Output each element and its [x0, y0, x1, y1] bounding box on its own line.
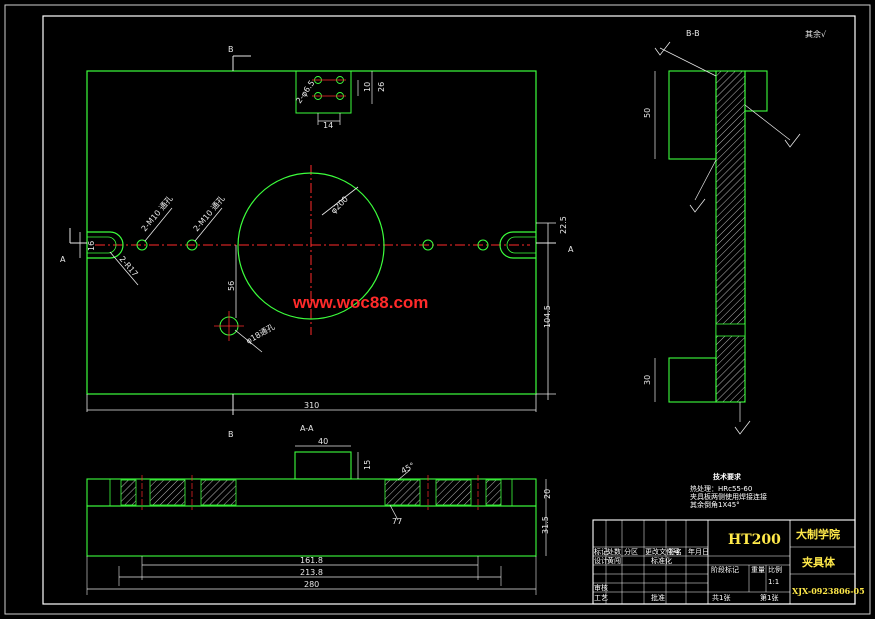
hole2-callout: 2-M10 通孔 — [191, 193, 227, 233]
title-cell: 标准化 — [651, 556, 672, 565]
title-cell: 批准 — [651, 593, 665, 602]
plan-height-dim: 104.5 — [543, 305, 552, 328]
scale: 1:1 — [768, 578, 779, 586]
m10-hole-4 — [477, 239, 489, 251]
bb-upper-block — [668, 70, 717, 160]
sheet-no: 第1张 — [760, 593, 778, 602]
watermark: www.woc88.com — [292, 293, 428, 312]
aa-chamfer: 45° — [400, 461, 417, 476]
bb-bottom-dim: 30 — [643, 375, 652, 385]
stage-hdr: 重量 — [751, 566, 765, 574]
outer-frame — [4, 4, 871, 615]
title-cell: 工艺 — [594, 594, 608, 602]
bb-right-tab — [744, 70, 768, 112]
title-cell: 黄闯 — [607, 556, 621, 565]
plan-view: B B A A φ200 2-M10 通孔 2-M10 通孔 2-R17 — [60, 45, 574, 439]
aa-d3-dim: 280 — [304, 580, 319, 589]
aa-title: A-A — [300, 424, 314, 433]
left-slot — [87, 231, 124, 259]
plan-width-dim: 310 — [304, 401, 319, 410]
section-bb-view: B-B 50 30 — [643, 29, 801, 435]
small-h2-dim: 26 — [377, 82, 386, 92]
stage-hdr: 阶段标记 — [711, 565, 739, 574]
aa-tab — [294, 451, 352, 480]
part-name: 夹具体 — [802, 555, 836, 569]
aa-d2-dim: 213.8 — [300, 568, 323, 577]
title-row-header: 分区 — [624, 547, 638, 556]
slot-r-callout: 2-R17 — [117, 255, 139, 279]
top-pocket — [295, 70, 352, 114]
title-row-header: 标记 — [594, 547, 608, 556]
slot-pitch-dim: 22.5 — [559, 216, 568, 234]
aa-d1-dim: 161.8 — [300, 556, 323, 565]
tech-requirements: 技术要求 热处理：HRc55-60 夹具板两侧使用焊接连接 其余倒角1X45° — [690, 472, 767, 509]
drawing-no: XJX-0923806-05 — [792, 586, 865, 596]
right-slot — [499, 231, 536, 259]
stage-hdr: 比例 — [768, 565, 782, 574]
bb-title: B-B — [686, 29, 700, 38]
bb-lower-block — [668, 357, 717, 403]
offset-56-dim: 56 — [227, 281, 236, 291]
pin-hole-callout: φ18通孔 — [244, 321, 276, 345]
tech-req-line: 其余倒角1X45° — [690, 500, 740, 509]
tech-req-line: 热处理：HRc55-60 — [690, 484, 752, 493]
section-b-top: B — [228, 45, 234, 54]
aa-base — [86, 505, 537, 557]
m10-hole-1 — [136, 239, 148, 251]
title-row-header: 更改文件号 — [645, 547, 680, 556]
inner-frame — [42, 15, 856, 605]
section-aa-view: A-A 40 15 45° 77 20 31.5 161.8 — [86, 424, 552, 595]
big-bore-circle — [237, 172, 385, 320]
material: HT200 — [728, 532, 781, 548]
title-row-header: 签名 — [668, 547, 682, 556]
m10-hole-2 — [186, 239, 198, 251]
section-a-left: A — [60, 255, 66, 264]
tech-req-line: 夹具板两侧使用焊接连接 — [690, 492, 767, 501]
tech-req-title: 技术要求 — [713, 472, 742, 481]
small-h1-dim: 10 — [363, 82, 372, 92]
aa-tab-w-dim: 40 — [318, 437, 328, 446]
title-row-header: 年月日 — [688, 547, 709, 556]
slot-gap-dim: 16 — [87, 241, 96, 251]
hole1-callout: 2-M10 通孔 — [139, 193, 175, 233]
small-pitch-dim: 14 — [323, 121, 333, 130]
big-hole-callout: φ200 — [329, 195, 350, 216]
title-cell: 审核 — [594, 583, 608, 592]
aa-r-dim: 77 — [392, 517, 402, 526]
aa-tab-h-dim: 15 — [363, 460, 372, 470]
title-block: 标记 处数 分区 更改文件号 签名 年月日 设计 黄闯 标准化 审核 工艺 批准… — [592, 519, 865, 605]
m10-hole-3 — [422, 239, 434, 251]
bb-plate — [715, 70, 746, 403]
aa-total-dim: 31.5 — [541, 516, 550, 534]
section-a-right: A — [568, 245, 574, 254]
title-cell: 设计 — [594, 556, 608, 565]
school: 大制学院 — [796, 527, 840, 541]
small-holes-callout: 2-φ6.5 — [294, 79, 316, 105]
roughness-note: 其余√ — [805, 29, 827, 39]
section-b-bottom: B — [228, 430, 234, 439]
title-row-header: 处数 — [607, 547, 621, 556]
bb-top-dim: 50 — [643, 108, 652, 118]
sheet-info: 共1张 — [712, 593, 730, 602]
aa-thk-dim: 20 — [543, 489, 552, 499]
